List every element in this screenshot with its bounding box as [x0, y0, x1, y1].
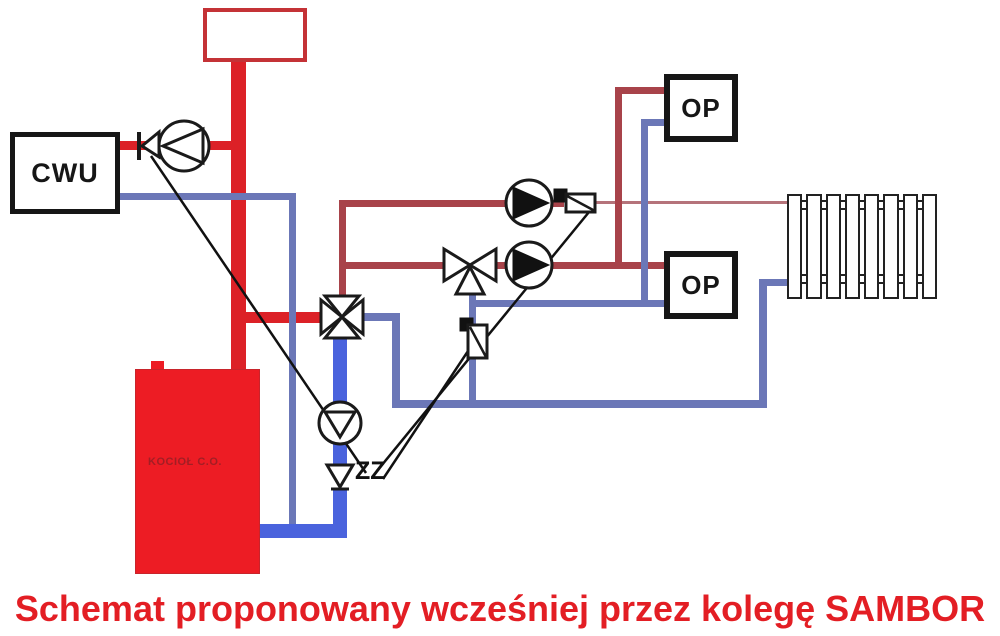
caption-text: Schemat proponowany wcześniej przez kole…	[14, 588, 986, 629]
pipe-op-top-supply-riser	[615, 87, 622, 269]
pipe-op-top-supply-horizontal	[615, 87, 666, 94]
pipe-op-supply-connector	[490, 262, 510, 269]
op-circuit-top: OP	[664, 74, 738, 142]
pipe-op-return-drop	[469, 282, 476, 406]
op-top-label: OP	[681, 92, 721, 123]
op-bottom-label: OP	[681, 269, 721, 300]
pipe-op-supply-right	[548, 262, 666, 269]
pipe-cwu-supply	[118, 141, 240, 150]
pipe-boiler-supply-horizontal	[240, 312, 324, 323]
op-circuit-bottom: OP	[664, 251, 738, 319]
radiator-section	[787, 194, 803, 299]
pipe-op-return	[472, 300, 666, 307]
pipe-radiator-return-riser	[759, 279, 767, 408]
pipe-op-top-return-horizontal	[641, 119, 666, 126]
radiator-section	[902, 194, 918, 299]
cwu-tank: CWU	[10, 132, 120, 214]
pipe-boiler-return-upper	[333, 330, 347, 406]
cwu-label: CWU	[31, 157, 99, 188]
pipe-radiator-supply-connector	[548, 200, 564, 207]
radiator-section	[921, 194, 937, 299]
boiler: KOCIOŁ C.O.	[135, 369, 260, 574]
pipe-radiator-supply	[339, 200, 511, 207]
radiator-section	[864, 194, 880, 299]
pump-boiler-return-icon	[317, 400, 363, 446]
pump-radiator-icon	[504, 178, 554, 228]
radiator-section	[844, 194, 860, 299]
pipe-boiler-riser	[231, 56, 246, 372]
radiator	[787, 194, 937, 299]
pipe-mixer-return-drop	[392, 313, 400, 408]
pipe-return-main	[392, 400, 767, 408]
expansion-vessel-box	[203, 8, 307, 62]
radiator-section	[883, 194, 899, 299]
pipe-cwu-return	[118, 193, 296, 200]
pipe-boiler-return-horizontal	[255, 524, 347, 538]
pipe-mix-supply-riser	[339, 200, 346, 302]
boiler-label: KOCIOŁ C.O.	[148, 456, 222, 468]
pipe-radiator-return-stub	[759, 279, 789, 286]
zz-check-valve-label: ZZ	[355, 457, 386, 485]
pipe-op-supply-left	[339, 262, 449, 269]
pipe-radiator-supply-thin	[592, 201, 787, 204]
radiator-sections	[787, 194, 937, 299]
zz-leader-line	[376, 211, 590, 472]
radiator-section	[806, 194, 822, 299]
pipe-op-top-return-drop	[641, 119, 648, 307]
radiator-section	[825, 194, 841, 299]
pipe-boiler-return-middle	[333, 441, 347, 469]
pump-op-icon	[504, 240, 554, 290]
pipe-cwu-return-drop	[289, 196, 296, 530]
